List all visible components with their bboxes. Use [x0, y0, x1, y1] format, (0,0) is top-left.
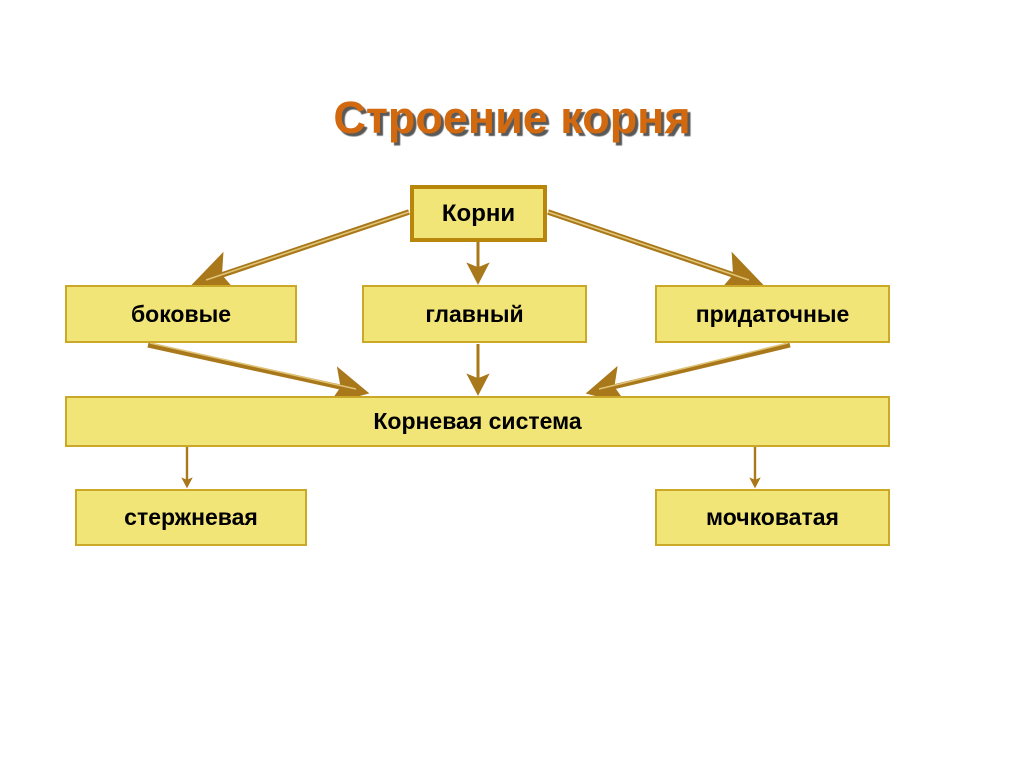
node-bokovye-label: боковые — [130, 300, 232, 327]
node-korni-label: Корни — [441, 199, 516, 227]
node-glavnyj-label: главный — [425, 300, 524, 327]
arrow-korni-to-bokovye — [191, 209, 410, 293]
node-bokovye[interactable]: боковые — [65, 285, 297, 343]
node-mochkovataya[interactable]: мочковатая — [655, 489, 890, 546]
arrow-pridatochnye-to-sistema — [585, 342, 791, 404]
node-glavnyj[interactable]: главный — [362, 285, 587, 343]
node-kornevaya-sistema[interactable]: Корневая система — [65, 396, 890, 447]
arrow-korni-to-pridatochnye — [547, 209, 764, 293]
node-pridatochnye-label: придаточные — [695, 300, 850, 327]
node-sterzhnevaya[interactable]: стержневая — [75, 489, 307, 546]
node-korni[interactable]: Корни — [410, 185, 547, 242]
node-mochkovataya-label: мочковатая — [706, 504, 839, 530]
node-kornevaya-sistema-label: Корневая система — [373, 408, 582, 434]
node-pridatochnye[interactable]: придаточные — [655, 285, 890, 343]
arrow-bokovye-to-sistema — [147, 342, 370, 405]
node-sterzhnevaya-label: стержневая — [124, 504, 258, 530]
page-title: Строение корня — [333, 92, 691, 143]
